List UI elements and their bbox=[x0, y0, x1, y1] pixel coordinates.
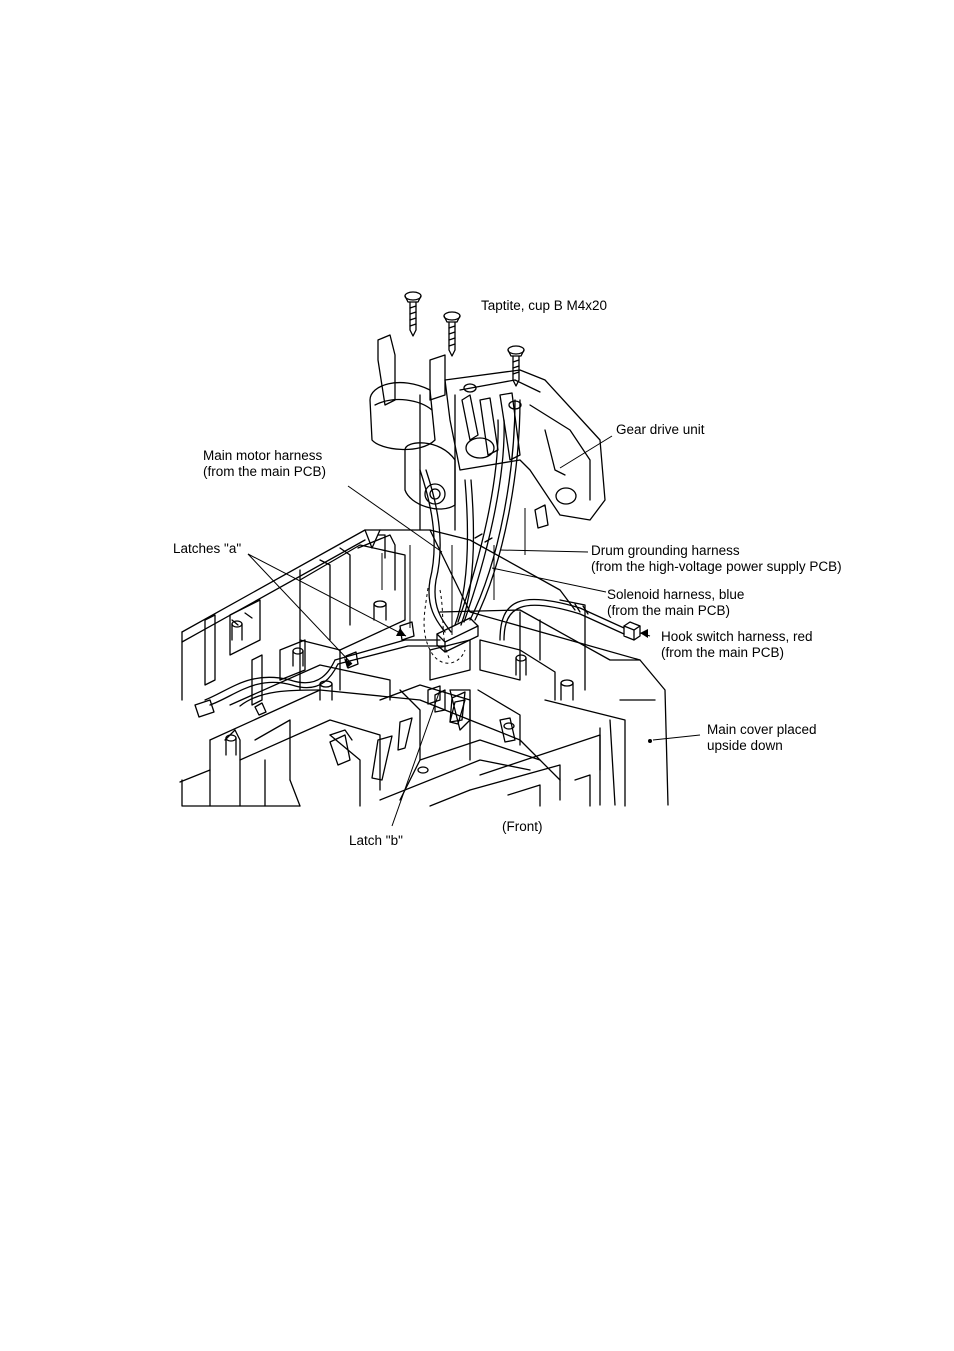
label-hook-switch-line2: (from the main PCB) bbox=[661, 645, 785, 660]
label-solenoid-line1: Solenoid harness, blue bbox=[607, 587, 745, 602]
label-drum-grounding-harness: Drum grounding harness (from the high-vo… bbox=[591, 543, 842, 575]
label-hook-switch-harness: Hook switch harness, red (from the main … bbox=[661, 629, 813, 661]
label-front-text: (Front) bbox=[502, 819, 543, 834]
label-solenoid-line2: (from the main PCB) bbox=[607, 603, 731, 618]
label-gear-drive-unit-text: Gear drive unit bbox=[616, 422, 705, 437]
label-drum-grounding-line1: Drum grounding harness bbox=[591, 543, 740, 558]
left-harness bbox=[194, 639, 446, 718]
screws bbox=[404, 291, 525, 387]
harness-bundle bbox=[419, 399, 521, 653]
cover-posts bbox=[225, 600, 574, 774]
label-hook-switch-line1: Hook switch harness, red bbox=[661, 629, 813, 644]
label-main-motor-harness: Main motor harness (from the main PCB) bbox=[203, 448, 326, 480]
label-main-cover-line1: Main cover placed bbox=[707, 722, 817, 737]
label-main-motor-line2: (from the main PCB) bbox=[203, 464, 327, 479]
label-latches-a-text: Latches "a" bbox=[173, 541, 242, 556]
label-latches-a: Latches "a" bbox=[173, 541, 241, 557]
latch-b-block bbox=[329, 685, 441, 766]
holder-fins bbox=[371, 699, 466, 781]
label-drum-grounding-line2: (from the high-voltage power supply PCB) bbox=[591, 559, 842, 574]
hook-switch-harness bbox=[499, 598, 641, 641]
label-main-motor-line1: Main motor harness bbox=[203, 448, 323, 463]
label-screws-text: Taptite, cup B M4x20 bbox=[481, 298, 608, 313]
label-main-cover: Main cover placed upside down bbox=[707, 722, 817, 754]
label-main-cover-line2: upside down bbox=[707, 738, 783, 753]
main-cover bbox=[179, 529, 669, 807]
label-solenoid-harness: Solenoid harness, blue (from the main PC… bbox=[607, 587, 744, 619]
label-screws: Taptite, cup B M4x20 bbox=[481, 298, 607, 314]
label-gear-drive-unit: Gear drive unit bbox=[616, 422, 705, 438]
label-latch-b-text: Latch "b" bbox=[349, 833, 403, 848]
cover-inner-structure bbox=[204, 534, 601, 807]
label-front: (Front) bbox=[502, 819, 543, 835]
label-latch-b: Latch "b" bbox=[349, 833, 403, 849]
